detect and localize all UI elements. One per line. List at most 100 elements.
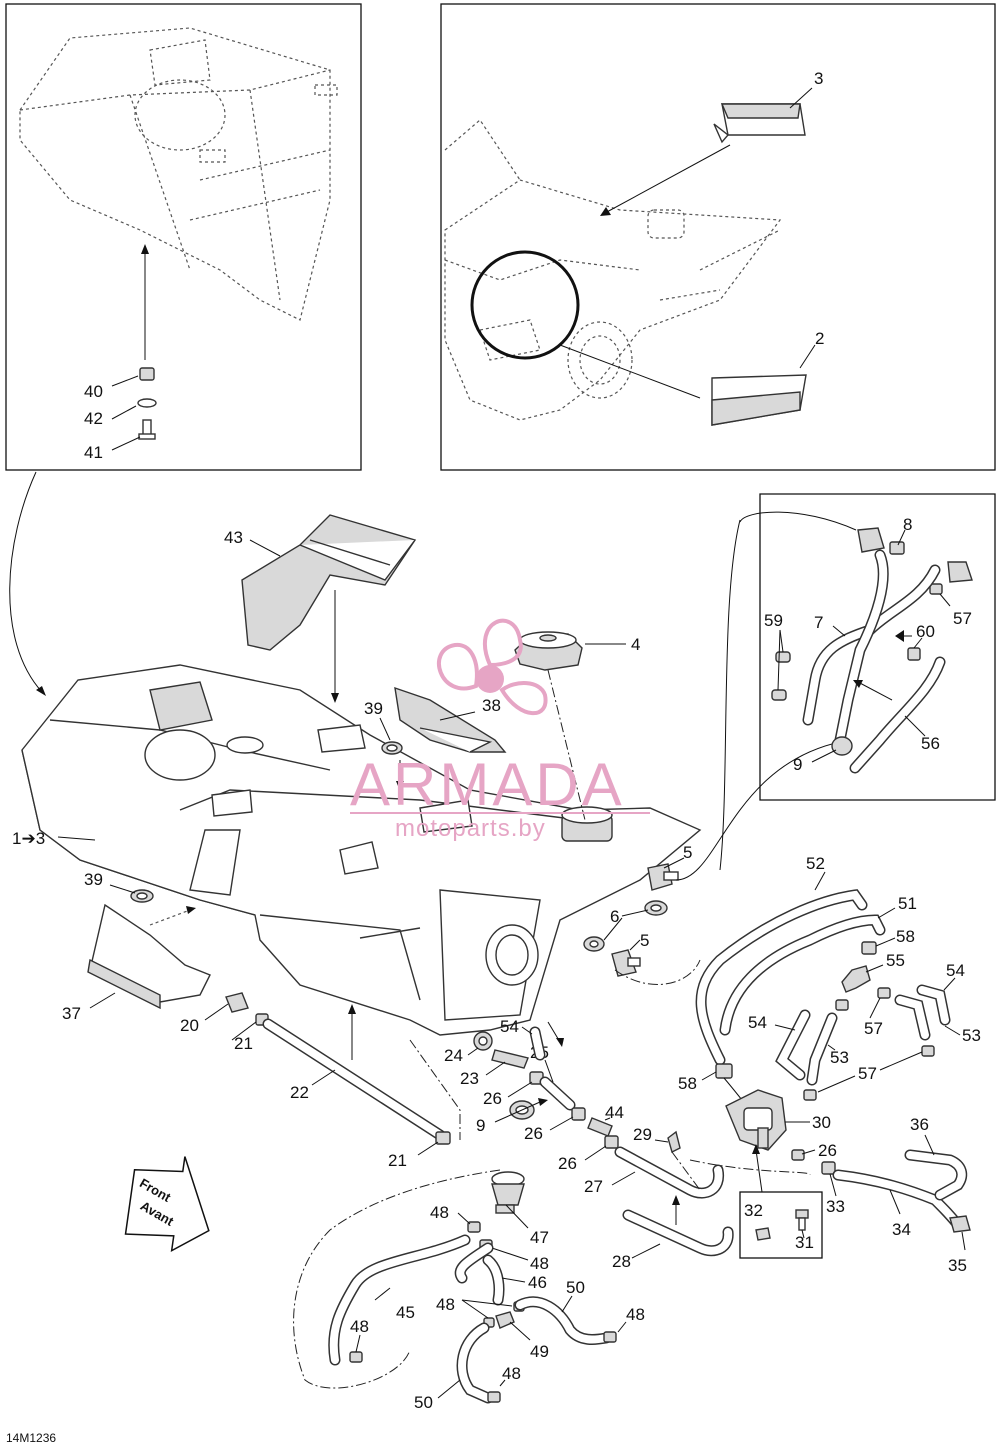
callout-57-vent: 57 (953, 609, 972, 628)
callout-33: 33 (826, 1197, 845, 1216)
callout-57-low: 57 (858, 1064, 877, 1083)
watermark-subtitle: motoparts.by (395, 815, 546, 842)
callout-51: 51 (898, 894, 917, 913)
clamp-48-d (349, 1351, 363, 1363)
clamps-59 (771, 651, 791, 701)
nut-32 (755, 1227, 771, 1241)
hose-36 (904, 1149, 968, 1201)
callout-6: 6 (610, 907, 619, 926)
callout-54-small: 54 (500, 1017, 519, 1036)
filler-cap-47 (491, 1171, 525, 1214)
callout-9-vent: 9 (793, 755, 802, 774)
callout-53-mid: 53 (830, 1048, 849, 1067)
callout-29: 29 (633, 1125, 652, 1144)
callout-2: 2 (815, 329, 824, 348)
tee-49 (495, 1311, 515, 1329)
hose-45 (328, 1234, 471, 1366)
callout-24: 24 (444, 1046, 463, 1065)
callout-41: 41 (84, 443, 103, 462)
callout-43: 43 (224, 528, 243, 547)
callout-26-d: 26 (818, 1141, 837, 1160)
inset-frame-vent (759, 493, 996, 801)
hose-52 (695, 889, 868, 1066)
hose-54-right (894, 984, 951, 1041)
nut-40 (139, 367, 155, 381)
callout-48-e: 48 (626, 1305, 645, 1324)
fitting-23 (491, 1049, 529, 1069)
callout-38: 38 (482, 696, 501, 715)
callout-52: 52 (806, 854, 825, 873)
hose-25 (539, 1076, 576, 1111)
side-panel-37 (87, 903, 211, 1010)
callout-46: 46 (528, 1273, 547, 1292)
clamp-60 (907, 647, 921, 661)
rollover-valve-5-lower (611, 949, 641, 977)
front-arrow-icon (124, 1156, 210, 1253)
inset-frame-left (5, 3, 362, 471)
callout-40: 40 (84, 382, 103, 401)
callout-48-a: 48 (430, 1203, 449, 1222)
callout-22: 22 (290, 1083, 309, 1102)
hose-27 (614, 1146, 725, 1199)
callout-42: 42 (84, 409, 103, 428)
grommet-6-lower (583, 936, 605, 952)
clamp-26-b (571, 1107, 586, 1121)
callout-9-center: 9 (476, 1116, 485, 1135)
watermark-brand: ARMADA (350, 751, 625, 818)
clamp-9-vent (831, 736, 853, 756)
fuel-pressure-regulator-30 (725, 1089, 787, 1151)
tank-top-view (19, 27, 338, 321)
callout-54-right: 54 (946, 961, 965, 980)
hose-51 (719, 914, 886, 1036)
callout-53-right: 53 (962, 1026, 981, 1045)
callout-3: 3 (814, 69, 823, 88)
callout-5-lower: 5 (640, 931, 649, 950)
callout-32: 32 (744, 1201, 763, 1220)
callout-21-bottom: 21 (388, 1151, 407, 1170)
callout-23: 23 (460, 1069, 479, 1088)
brand-logo (437, 618, 548, 716)
tank-side-view (444, 119, 782, 421)
fuel-cap-4 (514, 631, 583, 671)
callout-56: 56 (921, 734, 940, 753)
air-duct-3 (713, 103, 806, 144)
callout-5-upper: 5 (683, 843, 692, 862)
callout-37: 37 (62, 1004, 81, 1023)
callout-45: 45 (396, 1303, 415, 1322)
screw-31 (795, 1209, 809, 1231)
callout-50-lower: 50 (414, 1393, 433, 1412)
hose-34 (832, 1169, 964, 1231)
callout-20: 20 (180, 1016, 199, 1035)
callout-54-mid: 54 (748, 1013, 767, 1032)
clamp-33 (821, 1161, 836, 1175)
heat-shield-43 (241, 514, 417, 651)
callout-60: 60 (916, 622, 935, 641)
screw-41 (138, 419, 156, 440)
hose-46 (454, 1242, 505, 1306)
callout-39-lower: 39 (84, 870, 103, 889)
callout-26-a: 26 (483, 1089, 502, 1108)
callout-4: 4 (631, 635, 640, 654)
clamp-26-d (791, 1149, 805, 1161)
diagram-reference: 14M1236 (6, 1431, 56, 1445)
callout-8: 8 (903, 515, 912, 534)
bracket-38 (394, 686, 507, 753)
callout-57-mid: 57 (864, 1019, 883, 1038)
grommet-39-upper (381, 741, 403, 755)
callout-44: 44 (605, 1103, 624, 1122)
callout-50-upper: 50 (566, 1278, 585, 1297)
fuel-line-22 (262, 1018, 446, 1141)
callout-30: 30 (812, 1113, 831, 1132)
callout-26-c: 26 (558, 1154, 577, 1173)
clamp-48-a (467, 1221, 481, 1233)
hose-50 (456, 1296, 612, 1404)
clip-29 (667, 1130, 681, 1154)
fuel-tank (21, 664, 702, 1036)
washer-42 (137, 398, 157, 408)
vent-valve-8 (857, 527, 973, 583)
fitting-24 (473, 1031, 493, 1051)
inset-frame-screws (739, 1191, 823, 1259)
hose-53-mid (806, 1012, 838, 1086)
grommet-39-lower (130, 889, 154, 903)
callout-28: 28 (612, 1252, 631, 1271)
